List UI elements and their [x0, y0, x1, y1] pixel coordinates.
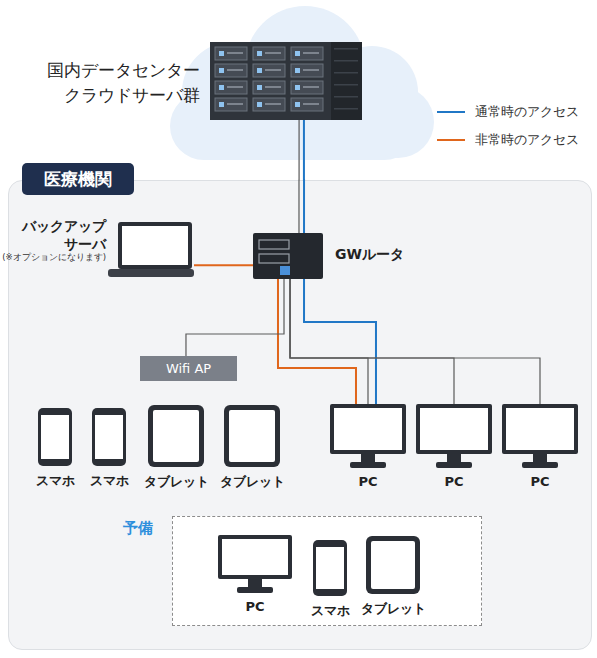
- legend: 通常時のアクセス非常時のアクセス: [437, 98, 579, 154]
- rack-outline: [210, 42, 362, 120]
- tablet-outline: [366, 536, 420, 594]
- spare-label: 予備: [123, 519, 153, 538]
- network-link: [303, 120, 305, 233]
- smartphone-icon: スマホ: [38, 408, 72, 466]
- backup-label: バックアップサーバ: [14, 217, 106, 253]
- phone-outline: [92, 408, 126, 466]
- tablet-icon: タブレット: [366, 536, 420, 594]
- device-label: スマホ: [36, 472, 75, 490]
- network-link: [304, 279, 376, 404]
- network-link: [290, 279, 454, 404]
- device-label: タブレット: [361, 600, 426, 618]
- tablet-icon: タブレット: [224, 405, 280, 467]
- cloud-label: 国内データセンター クラウドサーバ群: [0, 58, 200, 108]
- device-label: スマホ: [90, 472, 129, 490]
- server-rack: 国内データセンター クラウドサーバ群: [210, 42, 362, 120]
- router-label: GWルータ: [335, 246, 404, 264]
- monitor-outline: [502, 404, 578, 468]
- facility-area: 医療機関バックアップサーバ(※オプションになります)GWルータWifi APスマ…: [8, 180, 592, 650]
- network-link: [290, 279, 368, 404]
- laptop-icon: バックアップサーバ(※オプションになります): [108, 222, 194, 277]
- legend-text: 非常時のアクセス: [475, 131, 579, 149]
- router-outline: [253, 233, 323, 279]
- network-link: [290, 279, 540, 404]
- tablet-outline: [148, 405, 204, 467]
- tablet-icon: タブレット: [148, 405, 204, 467]
- phone-outline: [38, 408, 72, 466]
- option-note: (※オプションになります): [2, 252, 106, 264]
- pc-icon: PC: [502, 404, 578, 468]
- access-point-box: Wifi AP: [140, 356, 237, 381]
- monitor-outline: [218, 535, 292, 593]
- network-link: [298, 120, 299, 233]
- legend-line: [437, 139, 465, 141]
- smartphone-icon: スマホ: [313, 540, 347, 596]
- monitor-outline: [416, 404, 492, 468]
- laptop-outline: [108, 222, 194, 277]
- facility-tab-label: 医療機関: [22, 163, 134, 195]
- device-label: タブレット: [220, 473, 285, 491]
- spare-group-box: 予備PCスマホタブレット: [172, 516, 482, 626]
- tablet-outline: [224, 405, 280, 467]
- phone-outline: [313, 540, 347, 596]
- legend-row: 非常時のアクセス: [437, 126, 579, 154]
- device-label: PC: [444, 474, 463, 489]
- device-label: PC: [358, 474, 377, 489]
- legend-text: 通常時のアクセス: [475, 103, 579, 121]
- device-label: スマホ: [311, 602, 350, 620]
- pc-icon: PC: [330, 404, 406, 468]
- network-link: [278, 279, 356, 404]
- network-link: [186, 279, 284, 356]
- cloud-shape: [170, 6, 434, 160]
- router-box: GWルータ: [253, 233, 323, 279]
- smartphone-icon: スマホ: [92, 408, 126, 466]
- device-label: PC: [530, 474, 549, 489]
- network-link: [194, 264, 253, 266]
- legend-row: 通常時のアクセス: [437, 98, 579, 126]
- legend-sample: [437, 134, 465, 146]
- legend-line: [437, 111, 465, 113]
- pc-icon: PC: [416, 404, 492, 468]
- ap-label: Wifi AP: [140, 356, 237, 381]
- legend-sample: [437, 106, 465, 118]
- pc-icon: PC: [218, 535, 292, 593]
- device-label: タブレット: [144, 473, 209, 491]
- monitor-outline: [330, 404, 406, 468]
- device-label: PC: [245, 599, 264, 614]
